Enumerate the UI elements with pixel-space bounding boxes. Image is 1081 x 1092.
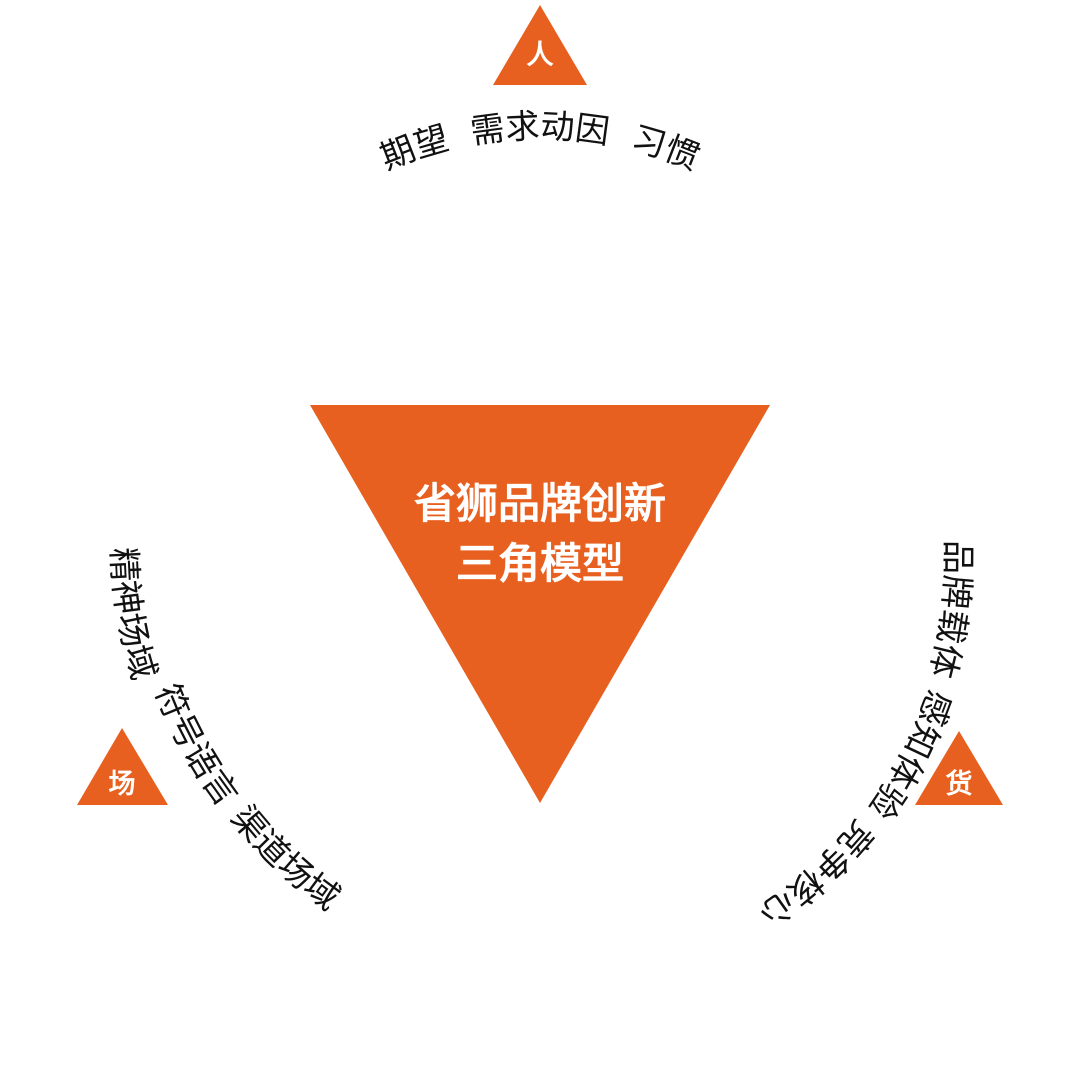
right-item-3: 竞争核心 [752, 812, 881, 934]
left-item-1: 精神场域 [103, 547, 164, 685]
left-item-2-arc: 符号语言 [146, 678, 245, 814]
node-label-top: 人 [527, 40, 554, 71]
left-item-1-arc: 精神场域 [103, 547, 164, 685]
right-item-1: 品牌载体 [921, 540, 977, 682]
center-title-line2: 三角模型 [456, 539, 624, 588]
node-label-right: 货 [946, 768, 973, 800]
node-label-left: 场 [109, 769, 136, 800]
left-item-3-arc: 渠道场域 [223, 798, 347, 918]
top-item-1: 期望 [375, 118, 453, 178]
top-items-arc: 期望需求动因习惯 [375, 107, 705, 179]
center-triangle [310, 405, 770, 803]
node-triangle-left [77, 728, 168, 805]
node-triangle-right [915, 731, 1003, 805]
center-title-line1: 省狮品牌创新 [414, 479, 666, 528]
right-item-3-arc: 竞争核心 [752, 812, 881, 934]
top-item-2: 需求动因 [468, 107, 612, 153]
node-triangle-top [493, 5, 587, 85]
top-item-3: 习惯 [627, 118, 705, 178]
left-item-3: 渠道场域 [223, 798, 347, 918]
left-item-2: 符号语言 [146, 678, 245, 814]
right-item-1-arc: 品牌载体 [921, 540, 977, 682]
